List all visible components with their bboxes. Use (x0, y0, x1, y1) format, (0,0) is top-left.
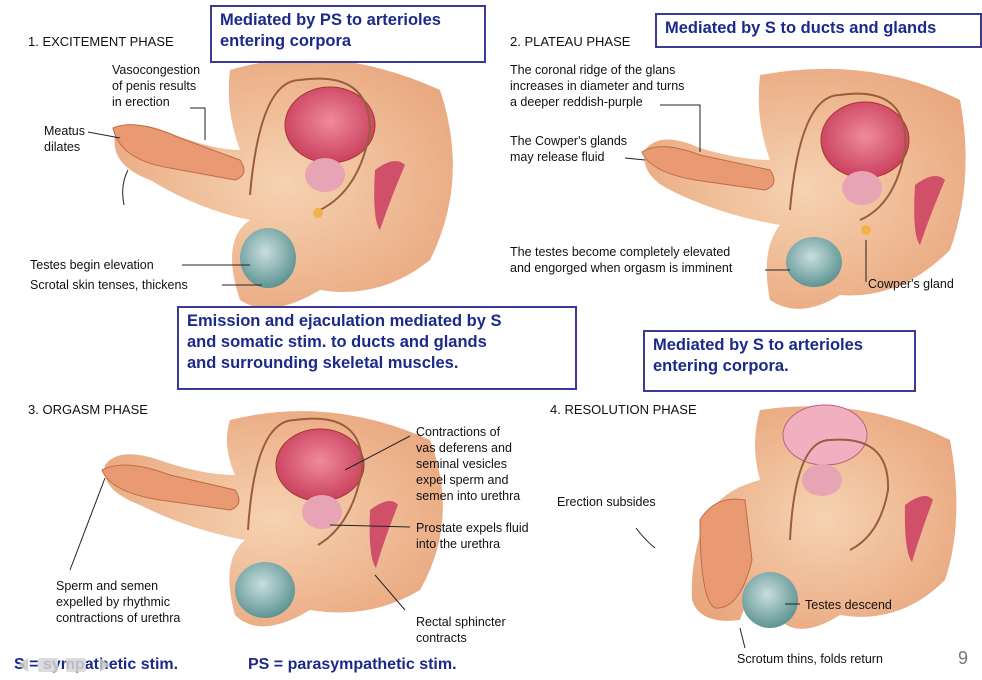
label-erection-subsides: Erection subsides (557, 494, 656, 510)
label-sperm-semen: Sperm and semen expelled by rhythmic con… (56, 578, 180, 626)
label-cowpers-gland: Cowper's gland (868, 276, 954, 292)
label-cowpers-fluid: The Cowper's glands may release fluid (510, 133, 627, 165)
label-vasocongestion: Vasocongestion of penis results in erect… (112, 62, 200, 110)
orgasm-phase-title: 3. ORGASM PHASE (28, 402, 148, 417)
orgasm-mediation-box: Emission and ejaculation mediated by S a… (177, 306, 577, 390)
resolution-illustration (692, 405, 957, 629)
label-testes-elevation: Testes begin elevation (30, 257, 154, 273)
slide-sorter-icon[interactable] (38, 658, 58, 672)
label-rectal-sphincter: Rectal sphincter contracts (416, 614, 506, 646)
resolution-mediation-box: Mediated by S to arterioles entering cor… (643, 330, 916, 392)
label-meatus-dilates: Meatus dilates (44, 123, 85, 155)
resolution-phase-title: 4. RESOLUTION PHASE (550, 402, 697, 417)
label-scrotum-thins: Scrotum thins, folds return (737, 651, 883, 667)
slide-nav-toolbar[interactable] (14, 655, 124, 675)
next-slide-icon[interactable] (100, 658, 110, 672)
label-testes-descend: Testes descend (805, 597, 892, 613)
excitement-phase-title: 1. EXCITEMENT PHASE (28, 34, 174, 49)
plateau-phase-title: 2. PLATEAU PHASE (510, 34, 630, 49)
label-prostate-expels: Prostate expels fluid into the urethra (416, 520, 529, 552)
excitement-mediation-box: Mediated by PS to arterioles entering co… (210, 5, 486, 63)
label-testes-elevated: The testes become completely elevated an… (510, 244, 732, 276)
label-coronal-ridge: The coronal ridge of the glans increases… (510, 62, 684, 110)
menu-icon[interactable] (66, 658, 86, 672)
label-scrotal-skin: Scrotal skin tenses, thickens (30, 277, 188, 293)
label-contractions: Contractions of vas deferens and seminal… (416, 424, 520, 504)
previous-slide-icon[interactable] (18, 658, 28, 672)
plateau-mediation-box: Mediated by S to ducts and glands (655, 13, 982, 48)
footer-parasympathetic-definition: PS = parasympathetic stim. (248, 656, 457, 674)
page-number: 9 (958, 648, 968, 669)
